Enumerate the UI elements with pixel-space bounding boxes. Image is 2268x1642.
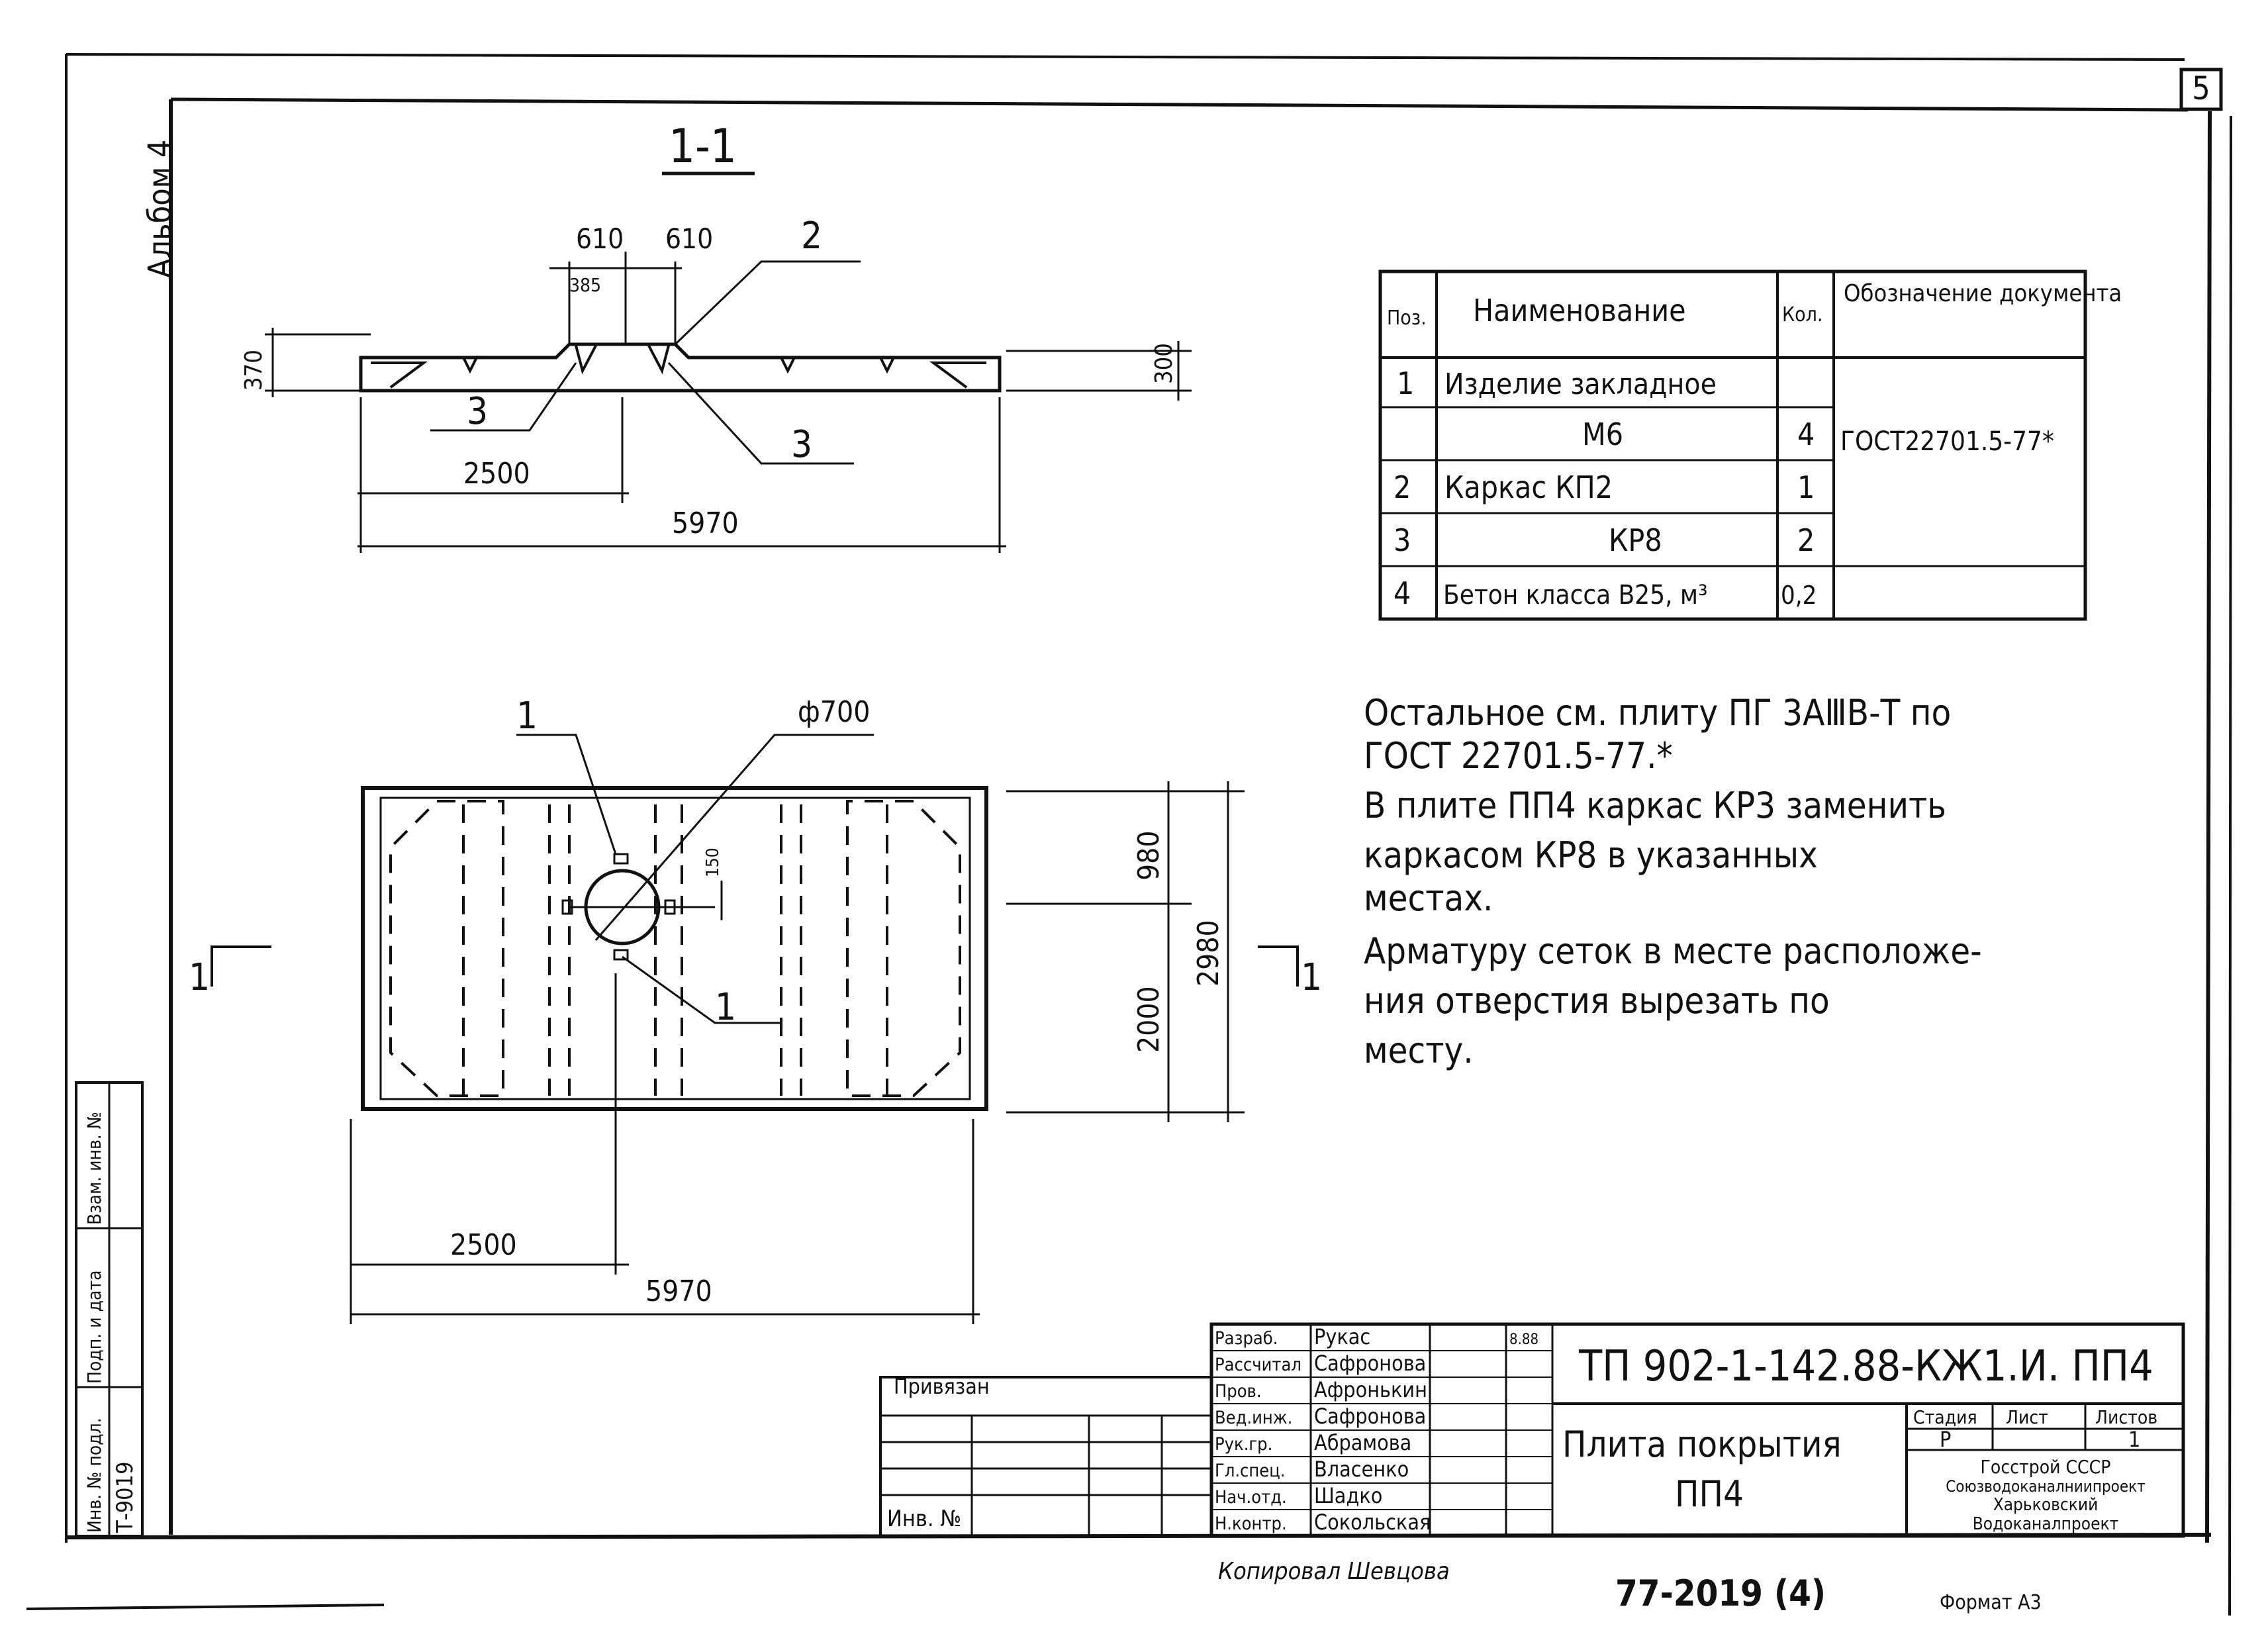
org-line-1: Госстрой СССР <box>1981 1456 2111 1478</box>
role-7: Нач.отд. <box>1215 1487 1287 1508</box>
spec-table <box>1378 269 2087 621</box>
section-dim-610-right: 610 <box>665 222 713 255</box>
role-5: Рук.гр. <box>1215 1434 1272 1455</box>
title-block <box>879 1322 2185 1538</box>
note-line-3: В плите ПП4 каркас КР3 заменить <box>1364 785 1946 826</box>
title-name-line-1: Плита покрытия <box>1562 1424 1842 1465</box>
note-line-8: месту. <box>1364 1030 1474 1071</box>
side-stamp-sign: Подп. и дата <box>83 1270 105 1384</box>
sheets-header: Листов <box>2095 1406 2157 1428</box>
section-label: 1-1 <box>669 119 737 173</box>
org-line-4: Водоканалпроект <box>1973 1514 2119 1534</box>
role-4: Вед.инж. <box>1215 1408 1292 1428</box>
role-7-name: Шадко <box>1314 1483 1382 1508</box>
plan-hole-diameter: ф700 <box>798 695 870 729</box>
plan-callout-1-top: 1 <box>516 695 538 738</box>
title-bound: Привязан <box>894 1374 990 1399</box>
section-dim-370: 370 <box>240 350 267 391</box>
org-line-2: Союзводоканалниипроект <box>1946 1477 2146 1496</box>
plan-dim-5970: 5970 <box>645 1275 712 1308</box>
role-1: Разраб. <box>1215 1328 1278 1349</box>
section-callout-2: 2 <box>801 215 822 258</box>
section-dim-610-left: 610 <box>576 222 624 255</box>
role-2-name: Сафронова <box>1314 1351 1426 1376</box>
stage-header: Стадия <box>1913 1406 1977 1428</box>
spec-header-name: Наименование <box>1473 293 1686 328</box>
section-view: 1-1 <box>265 119 1192 553</box>
sheet-header: Лист <box>2006 1406 2048 1428</box>
plan-dim-2500: 2500 <box>450 1228 517 1262</box>
role-8-name: Сокольская <box>1314 1510 1431 1535</box>
section-callout-3-left: 3 <box>467 390 488 433</box>
plan-dim-2980: 2980 <box>1192 920 1225 987</box>
spec-header-qty: Кол. <box>1782 303 1823 326</box>
spec-header-doc: Обозначение документа <box>1844 280 2122 307</box>
role-8: Н.контр. <box>1215 1514 1287 1534</box>
section-dim-300: 300 <box>1151 343 1178 384</box>
role-1-name: Рукас <box>1314 1324 1370 1349</box>
role-5-name: Абрамова <box>1314 1430 1411 1455</box>
archive-number: 77-2019 (4) <box>1615 1572 1826 1614</box>
notes: Остальное см. плиту ПГ 3АⅢВ-Т по ГОСТ 22… <box>1364 692 1982 1071</box>
spec-row-4-name: КР8 <box>1609 522 1662 558</box>
role-1-date: 8.88 <box>1509 1331 1538 1348</box>
copied-by: Копировал Шевцова <box>1218 1558 1450 1585</box>
plan-dim-2000: 2000 <box>1132 986 1166 1053</box>
section-callout-3-right: 3 <box>791 423 812 466</box>
side-stamp <box>75 1081 144 1537</box>
stage-value: Р <box>1940 1427 1951 1452</box>
section-dim-5970: 5970 <box>672 507 739 540</box>
org-line-3: Харьковский <box>1993 1495 2099 1515</box>
plan-view <box>211 734 1299 1324</box>
note-line-1: Остальное см. плиту ПГ 3АⅢВ-Т по <box>1364 692 1951 734</box>
cut-mark-right: 1 <box>1301 956 1322 999</box>
sheets-value: 1 <box>2128 1427 2140 1452</box>
note-line-6: Арматуру сеток в месте расположе- <box>1364 930 1982 972</box>
role-6: Гл.спец. <box>1215 1461 1286 1481</box>
spec-document: ГОСТ22701.5-77* <box>1840 426 2054 457</box>
side-stamp-inv: Инв. № подл. <box>83 1418 105 1533</box>
sheet-number: 5 <box>2192 70 2210 107</box>
spec-row-5-pos: 4 <box>1394 575 1411 611</box>
plan-dim-150: 150 <box>703 847 723 877</box>
sheet-number-box <box>2179 68 2223 111</box>
side-stamp-inv-value: Т-9019 <box>112 1461 138 1533</box>
spec-row-3-name: Каркас КП2 <box>1444 469 1613 505</box>
role-2: Рассчитал <box>1215 1355 1301 1375</box>
cut-mark-left: 1 <box>189 956 210 999</box>
plan-callout-1-bottom: 1 <box>715 986 736 1029</box>
note-line-2: ГОСТ 22701.5-77.* <box>1364 735 1673 777</box>
spec-header-pos: Поз. <box>1387 307 1427 330</box>
side-stamp-replace: Взам. инв. № <box>83 1112 105 1225</box>
spec-row-4-pos: 3 <box>1394 522 1411 558</box>
spec-row-5-qty: 0,2 <box>1781 581 1817 610</box>
spec-row-2-qty: 4 <box>1797 416 1815 452</box>
spec-row-3-pos: 2 <box>1394 469 1411 505</box>
spec-row-4-qty: 2 <box>1797 522 1815 558</box>
spec-row-1-name: Изделие закладное <box>1444 367 1717 401</box>
spec-row-2-name: М6 <box>1582 416 1623 452</box>
note-line-5: местах. <box>1364 877 1493 919</box>
spec-row-1-pos: 1 <box>1397 365 1414 401</box>
album-label: Альбом 4 <box>142 140 179 278</box>
title-name-line-2: ПП4 <box>1675 1473 1744 1515</box>
title-code: ТП 902-1-142.88-КЖ1.И. ПП4 <box>1578 1342 2153 1391</box>
format-label: Формат А3 <box>1940 1591 2042 1614</box>
note-line-7: ния отверстия вырезать по <box>1364 980 1830 1022</box>
section-dim-2500: 2500 <box>463 457 530 491</box>
section-dim-385: 385 <box>569 274 601 296</box>
spec-row-3-qty: 1 <box>1797 469 1815 505</box>
role-6-name: Власенко <box>1314 1457 1409 1482</box>
role-3: Пров. <box>1215 1381 1262 1402</box>
role-3-name: Афронькин <box>1314 1377 1427 1402</box>
note-line-4: каркасом КР8 в указанных <box>1364 834 1818 876</box>
plan-dim-980: 980 <box>1132 830 1166 881</box>
role-4-name: Сафронова <box>1314 1404 1426 1429</box>
title-inv: Инв. № <box>887 1506 961 1532</box>
spec-row-5-name: Бетон класса В25, м³ <box>1443 580 1708 610</box>
